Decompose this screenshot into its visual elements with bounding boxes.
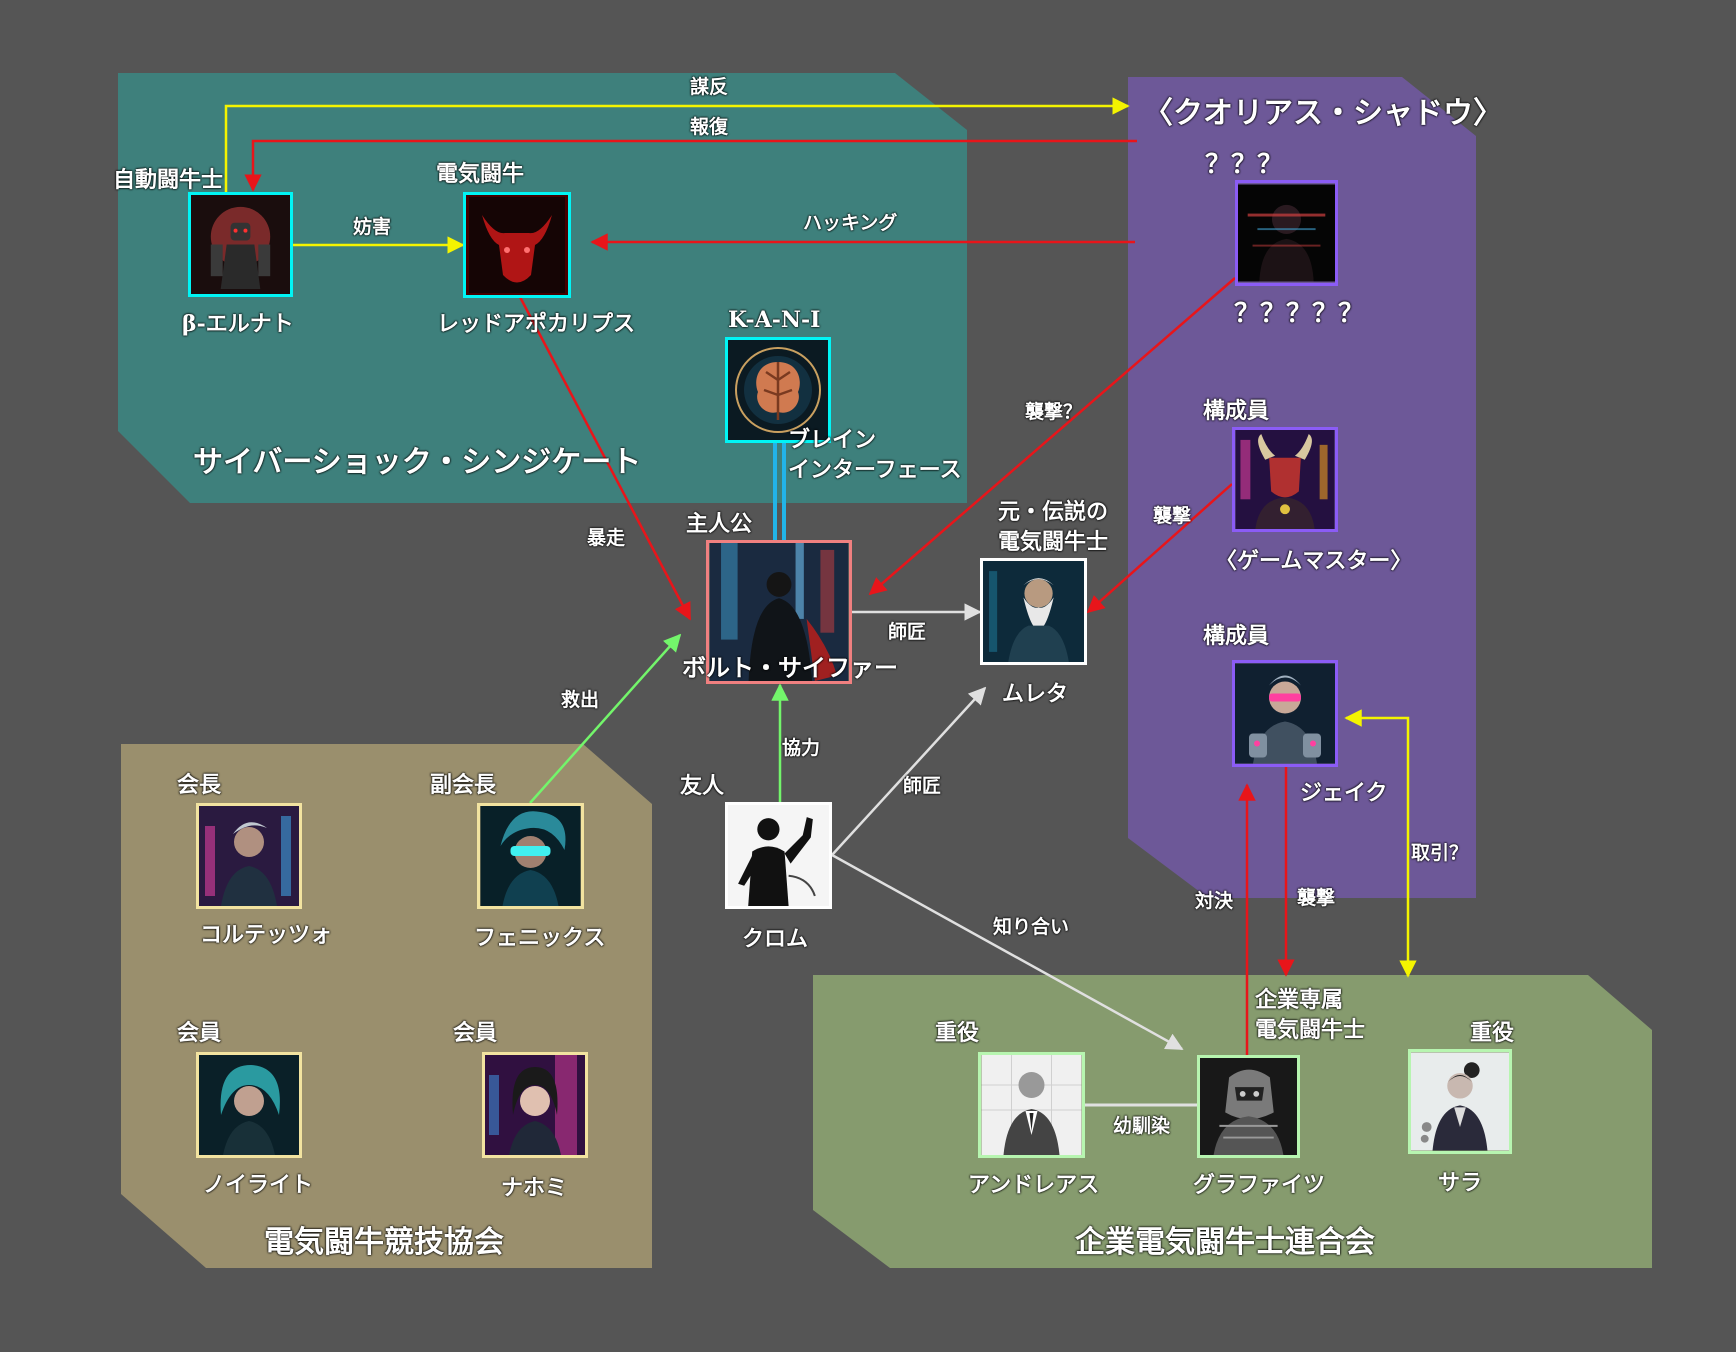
- arrow-deal: [1344, 709, 1417, 978]
- visor-man-icon[interactable]: [1232, 660, 1338, 767]
- arrow-attack-q: [868, 277, 1236, 596]
- relation-label-acquaint: 知り合い: [993, 916, 1070, 938]
- role-label-gm: 構成員: [1203, 398, 1270, 424]
- role-label-murata: 元・伝説の 電気闘牛士: [998, 499, 1109, 555]
- neon-girl-icon[interactable]: [482, 1052, 588, 1158]
- arrow-attack-gm: [1086, 483, 1233, 614]
- relation-label-confront: 対決: [1195, 890, 1234, 912]
- relation-label-revenge: 報復: [690, 116, 729, 138]
- role-label-phoenix: 副会長: [430, 772, 497, 798]
- name-label-murata: ムレタ: [1002, 681, 1069, 707]
- name-label-noilite: ノイライト: [203, 1172, 314, 1198]
- name-label-beta: β-エルナト: [182, 311, 294, 337]
- name-label-andreas: アンドレアス: [968, 1172, 1100, 1198]
- armored-cyborg-icon[interactable]: [1197, 1055, 1300, 1158]
- group-title-federation: 企業電気闘牛士連合会: [1075, 1225, 1375, 1260]
- role-label-q3: ？？？: [1205, 150, 1284, 180]
- goggles-youth-icon[interactable]: [477, 803, 584, 909]
- brain-icon[interactable]: [725, 337, 831, 443]
- old-bearded-man-icon[interactable]: [980, 558, 1087, 665]
- relation-label-mentor1: 師匠: [888, 621, 927, 643]
- role-label-naomi: 会員: [453, 1020, 498, 1046]
- group-title-syndicate: サイバーショック・シンジケート: [193, 445, 642, 480]
- role-label-red: 電気闘牛: [436, 161, 525, 187]
- name-label-graphite: グラファイツ: [1193, 1172, 1326, 1198]
- role-label-sara: 重役: [1470, 1020, 1515, 1046]
- name-label-naomi: ナホミ: [501, 1175, 568, 1201]
- red-bull-icon[interactable]: [463, 192, 571, 298]
- name-label-red: レッドアポカリプス: [437, 311, 636, 337]
- role-label-cortezzo: 会長: [177, 772, 222, 798]
- relation-label-attack-gm: 襲撃: [1153, 505, 1192, 527]
- name-label-phoenix: フェニックス: [474, 925, 606, 951]
- name-label-sara: サラ: [1438, 1170, 1483, 1196]
- relation-label-rampage: 暴走: [587, 527, 626, 549]
- role-label-chrome: 友人: [680, 773, 725, 799]
- teal-hair-girl-icon[interactable]: [196, 1052, 302, 1158]
- relation-label-hacking: ハッキング: [803, 212, 898, 234]
- name-label-jake: ジェイク: [1300, 780, 1388, 806]
- shadow-figure-icon[interactable]: [1235, 180, 1338, 286]
- suited-man-icon[interactable]: [978, 1052, 1085, 1158]
- arrow-acquaint: [831, 853, 1184, 1051]
- caped-hero-icon[interactable]: [706, 540, 852, 684]
- relation-label-obstruct: 妨害: [353, 216, 392, 238]
- role-label-beta: 自動闘牛士: [113, 167, 224, 193]
- role-label-noilite: 会員: [177, 1020, 222, 1046]
- name-label-q5: ？？？？？: [1234, 299, 1365, 329]
- arrow-rampage: [518, 296, 692, 621]
- arrow-revenge: [244, 139, 1137, 192]
- horned-mask-icon[interactable]: [1232, 427, 1338, 532]
- group-title-association: 電気闘牛競技協会: [264, 1225, 504, 1260]
- relation-label-childhood: 幼馴染: [1113, 1115, 1171, 1137]
- relation-label-cooperate: 協力: [782, 737, 821, 759]
- arrow-rebellion: [224, 97, 1130, 192]
- name-label-bolt: ボルト・サイファー: [682, 653, 898, 682]
- silhouette-waving-icon[interactable]: [725, 802, 832, 909]
- role-label-andreas: 重役: [935, 1020, 980, 1046]
- name-label-kani-top: K-A-N-I: [728, 307, 821, 333]
- cyber-elder-icon[interactable]: [196, 803, 302, 909]
- relation-label-rebellion: 謀反: [690, 76, 729, 98]
- robot-matador-icon[interactable]: [188, 192, 293, 297]
- relation-label-attack-q: 襲撃？: [1025, 401, 1083, 423]
- name-label-chrome: クロム: [742, 926, 809, 952]
- relation-label-rescue: 救出: [561, 689, 600, 711]
- name-label-kani: ブレイン インターフェース: [788, 427, 962, 483]
- relation-label-mentor2: 師匠: [903, 775, 942, 797]
- arrow-rescue: [529, 633, 682, 804]
- name-label-cortezzo: コルテッツォ: [200, 922, 333, 948]
- group-title-shadow: 〈クオリアス・シャドウ〉: [1143, 96, 1503, 131]
- role-label-jake: 構成員: [1203, 623, 1270, 649]
- name-label-gm: 〈ゲームマスター〉: [1215, 548, 1413, 574]
- arrow-mentor2: [831, 686, 987, 856]
- suited-woman-icon[interactable]: [1408, 1049, 1512, 1154]
- relation-label-attack-jake: 襲撃: [1297, 887, 1336, 909]
- relation-label-deal: 取引？: [1411, 842, 1469, 864]
- role-label-graphite: 企業専属 電気闘牛士: [1255, 987, 1366, 1043]
- role-label-bolt: 主人公: [686, 511, 753, 537]
